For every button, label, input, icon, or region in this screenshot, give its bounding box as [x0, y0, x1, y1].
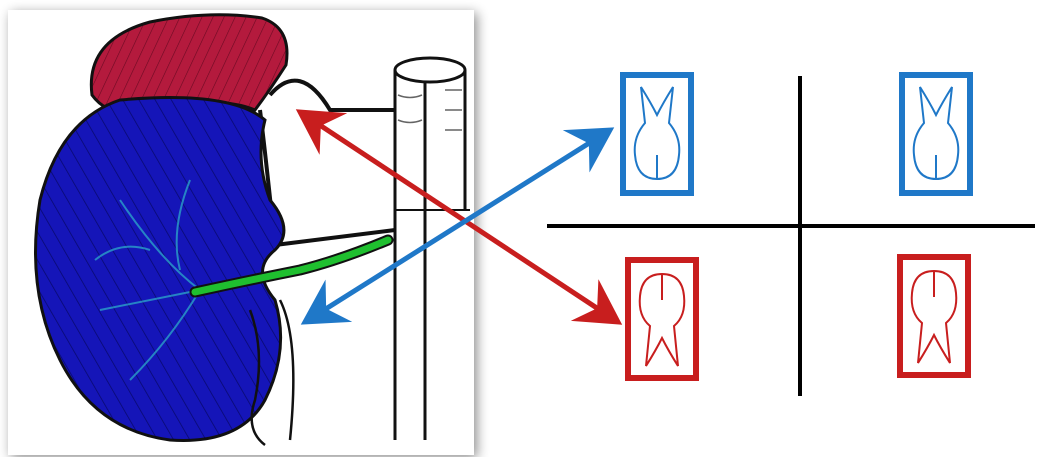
lower-right-molar	[900, 257, 968, 375]
upper-left-molar	[623, 75, 691, 193]
lower-left-molar	[628, 260, 696, 378]
upper-right-molar	[902, 75, 970, 193]
